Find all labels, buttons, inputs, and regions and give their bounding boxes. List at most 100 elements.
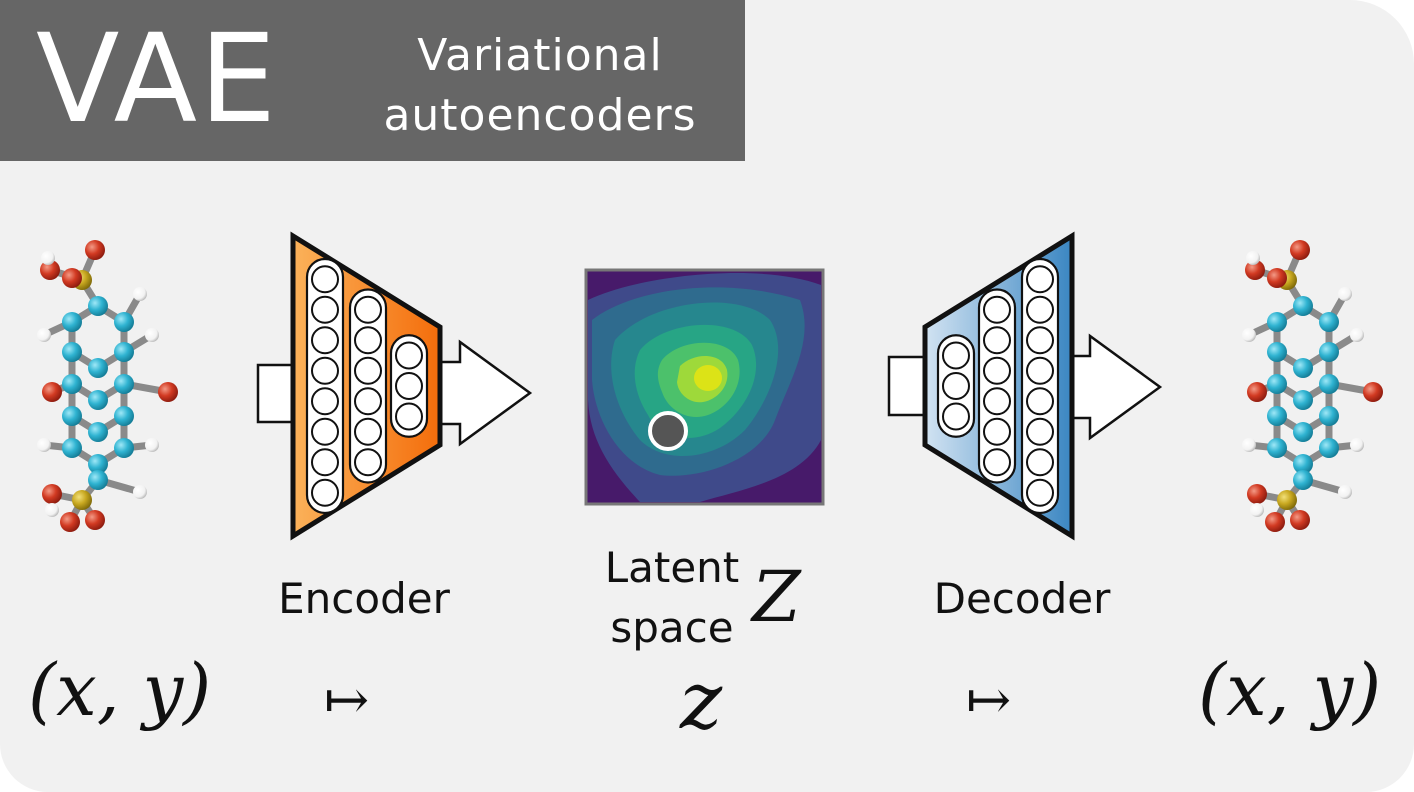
subtitle-line-1: Variational bbox=[417, 30, 663, 81]
carbon-atom bbox=[1293, 454, 1313, 474]
latent-space-plot bbox=[584, 268, 825, 506]
decoder-neuron bbox=[983, 387, 1011, 416]
carbon-atom bbox=[114, 374, 134, 394]
encoder-neuron bbox=[311, 478, 339, 507]
carbon-atom bbox=[114, 406, 134, 426]
oxygen-atom bbox=[85, 240, 105, 260]
oxygen-atom bbox=[1363, 382, 1383, 402]
encoder-neuron bbox=[354, 448, 382, 477]
encoder-neuron bbox=[395, 372, 423, 400]
encoder-input-arrow bbox=[256, 363, 295, 424]
decoder-neuron bbox=[983, 356, 1011, 385]
encode-maps-to-symbol: ↦ bbox=[324, 668, 370, 731]
decoder-neuron bbox=[983, 295, 1011, 324]
hydrogen-atom bbox=[145, 438, 159, 452]
decoder-neuron bbox=[983, 326, 1011, 355]
encoder-output-arrow bbox=[428, 339, 533, 447]
decoder-neuron bbox=[942, 402, 970, 431]
oxygen-atom bbox=[1247, 484, 1267, 504]
encoder-neuron bbox=[395, 402, 423, 431]
encoder-neuron bbox=[311, 265, 339, 294]
hydrogen-atom bbox=[1338, 485, 1352, 499]
carbon-atom bbox=[114, 342, 134, 362]
encoder-neuron bbox=[311, 417, 339, 446]
hydrogen-atom bbox=[133, 287, 147, 301]
decoder-neuron bbox=[1026, 448, 1054, 477]
oxygen-atom bbox=[60, 512, 80, 532]
carbon-atom bbox=[1319, 374, 1339, 394]
decoder-neuron bbox=[942, 372, 970, 400]
subtitle-line-2: autoencoders bbox=[383, 90, 697, 141]
oxygen-atom bbox=[1265, 512, 1285, 532]
decoder-layer-3 bbox=[1020, 257, 1060, 515]
title-banner: VAE Variational autoencoders bbox=[0, 0, 745, 161]
carbon-atom bbox=[1319, 342, 1339, 362]
encoder-neuron bbox=[395, 341, 423, 370]
oxygen-atom bbox=[1267, 268, 1287, 288]
hydrogen-atom bbox=[1338, 287, 1352, 301]
hydrogen-atom bbox=[37, 328, 51, 342]
oxygen-atom bbox=[158, 382, 178, 402]
latent-variable: z bbox=[680, 654, 723, 747]
carbon-atom bbox=[62, 406, 82, 426]
carbon-atom bbox=[88, 358, 108, 378]
encoder-neuron bbox=[311, 356, 339, 385]
oxygen-atom bbox=[42, 484, 62, 504]
hydrogen-atom bbox=[1246, 251, 1260, 265]
carbon-atom bbox=[88, 454, 108, 474]
hydrogen-atom bbox=[37, 438, 51, 452]
encoder-layers bbox=[305, 257, 429, 515]
oxygen-atom bbox=[42, 382, 62, 402]
carbon-atom bbox=[1319, 312, 1339, 332]
latent-space-symbol: Z bbox=[752, 556, 801, 638]
carbon-atom bbox=[1319, 438, 1339, 458]
output-variables: (x, y) bbox=[1198, 648, 1382, 732]
carbon-atom bbox=[114, 438, 134, 458]
carbon-atom bbox=[1293, 296, 1313, 316]
carbon-atom bbox=[1267, 406, 1287, 426]
encoder-neuron bbox=[311, 387, 339, 416]
carbon-atom bbox=[88, 296, 108, 316]
carbon-atom bbox=[114, 312, 134, 332]
density-peak bbox=[694, 365, 722, 391]
decoder-label: Decoder bbox=[933, 574, 1111, 623]
decoder-neuron bbox=[1026, 417, 1054, 446]
hydrogen-atom bbox=[1250, 503, 1264, 517]
carbon-atom bbox=[1293, 470, 1313, 490]
carbon-atom bbox=[1293, 422, 1313, 442]
oxygen-atom bbox=[1290, 240, 1310, 260]
decoder-input-arrow bbox=[887, 355, 926, 417]
encoder-label: Encoder bbox=[278, 574, 450, 623]
encoder-network bbox=[256, 231, 533, 541]
oxygen-atom bbox=[1247, 382, 1267, 402]
encoder-neuron bbox=[311, 326, 339, 355]
decoder-layers bbox=[936, 257, 1060, 515]
carbon-atom bbox=[88, 470, 108, 490]
carbon-atom bbox=[1267, 342, 1287, 362]
carbon-atom bbox=[1267, 312, 1287, 332]
decoder-neuron bbox=[983, 417, 1011, 446]
encoder-neuron bbox=[311, 448, 339, 477]
encoder-neuron bbox=[354, 295, 382, 324]
output-molecule bbox=[1242, 240, 1383, 532]
hydrogen-atom bbox=[45, 503, 59, 517]
hydrogen-atom bbox=[1350, 328, 1364, 342]
oxygen-atom bbox=[85, 510, 105, 530]
carbon-atom bbox=[1293, 358, 1313, 378]
encoder-neuron bbox=[311, 295, 339, 324]
sulfur-atom bbox=[1277, 490, 1297, 510]
input-molecule bbox=[37, 240, 178, 532]
carbon-atom bbox=[62, 438, 82, 458]
oxygen-atom bbox=[1245, 260, 1265, 280]
carbon-atom bbox=[1319, 406, 1339, 426]
encoder-neuron bbox=[354, 356, 382, 385]
decoder-neuron bbox=[1026, 326, 1054, 355]
carbon-atom bbox=[88, 422, 108, 442]
oxygen-atom bbox=[62, 268, 82, 288]
oxygen-atom bbox=[1290, 510, 1310, 530]
hydrogen-atom bbox=[1242, 438, 1256, 452]
carbon-atom bbox=[62, 312, 82, 332]
decoder-neuron bbox=[983, 448, 1011, 477]
